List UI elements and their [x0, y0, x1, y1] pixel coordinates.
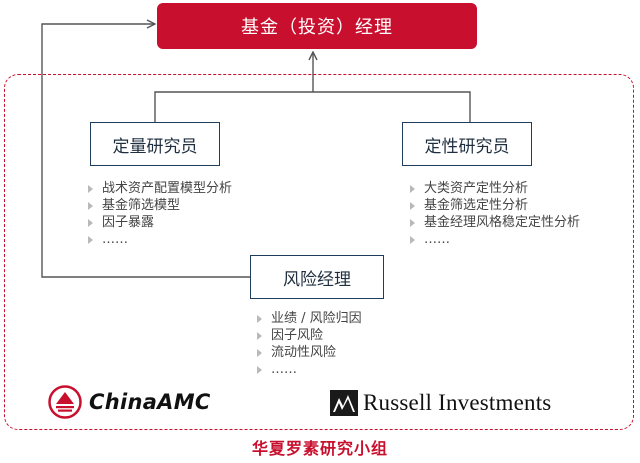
quant-researcher-box: 定量研究员: [90, 122, 220, 166]
list-item: 流动性风险: [257, 344, 362, 361]
fund-manager-label: 基金（投资）经理: [241, 17, 393, 38]
quant-researcher-label: 定量研究员: [112, 136, 198, 157]
chinaamc-wordmark: ChinaAMC: [89, 390, 211, 414]
risk-manager-box: 风险经理: [250, 255, 384, 299]
qual-researcher-box: 定性研究员: [402, 122, 532, 166]
list-item: ……: [410, 231, 580, 248]
list-item: ……: [257, 361, 362, 378]
triangle-bullet-icon: [257, 331, 262, 340]
triangle-bullet-icon: [257, 348, 262, 357]
quant-task-list: 战术资产配置模型分析 基金筛选模型 因子暴露 ……: [88, 180, 232, 248]
list-item: 因子风险: [257, 327, 362, 344]
risk-manager-label: 风险经理: [283, 269, 351, 290]
list-item: 基金筛选模型: [88, 197, 232, 214]
triangle-bullet-icon: [257, 314, 262, 323]
list-item: 战术资产配置模型分析: [88, 180, 232, 197]
triangle-bullet-icon: [410, 235, 415, 244]
russell-emblem-icon: [330, 390, 358, 416]
list-item: 因子暴露: [88, 214, 232, 231]
russell-wordmark: Russell Investments: [363, 390, 552, 415]
triangle-bullet-icon: [257, 365, 262, 374]
triangle-bullet-icon: [410, 201, 415, 210]
risk-to-manager-arrow: [41, 24, 250, 278]
triangle-bullet-icon: [88, 201, 93, 210]
triangle-bullet-icon: [88, 235, 93, 244]
list-item: 业绩 / 风险归因: [257, 310, 362, 327]
chinaamc-logo: ChinaAMC: [48, 385, 211, 419]
chinaamc-emblem-icon: [48, 385, 82, 419]
fund-manager-box: 基金（投资）经理: [157, 3, 477, 49]
triangle-bullet-icon: [410, 184, 415, 193]
list-item: 大类资产定性分析: [410, 180, 580, 197]
triangle-bullet-icon: [88, 218, 93, 227]
qual-researcher-label: 定性研究员: [424, 136, 510, 157]
triangle-bullet-icon: [410, 218, 415, 227]
triangle-bullet-icon: [88, 184, 93, 193]
list-item: ……: [88, 231, 232, 248]
list-item: 基金经理风格稳定定性分析: [410, 214, 580, 231]
team-name-caption: 华夏罗素研究小组: [251, 439, 388, 458]
risk-task-list: 业绩 / 风险归因 因子风险 流动性风险 ……: [257, 310, 362, 378]
list-item: 基金筛选定性分析: [410, 197, 580, 214]
qual-task-list: 大类资产定性分析 基金筛选定性分析 基金经理风格稳定定性分析 ……: [410, 180, 580, 248]
russell-logo: Russell Investments: [330, 390, 551, 416]
research-team-frame: [4, 74, 634, 430]
